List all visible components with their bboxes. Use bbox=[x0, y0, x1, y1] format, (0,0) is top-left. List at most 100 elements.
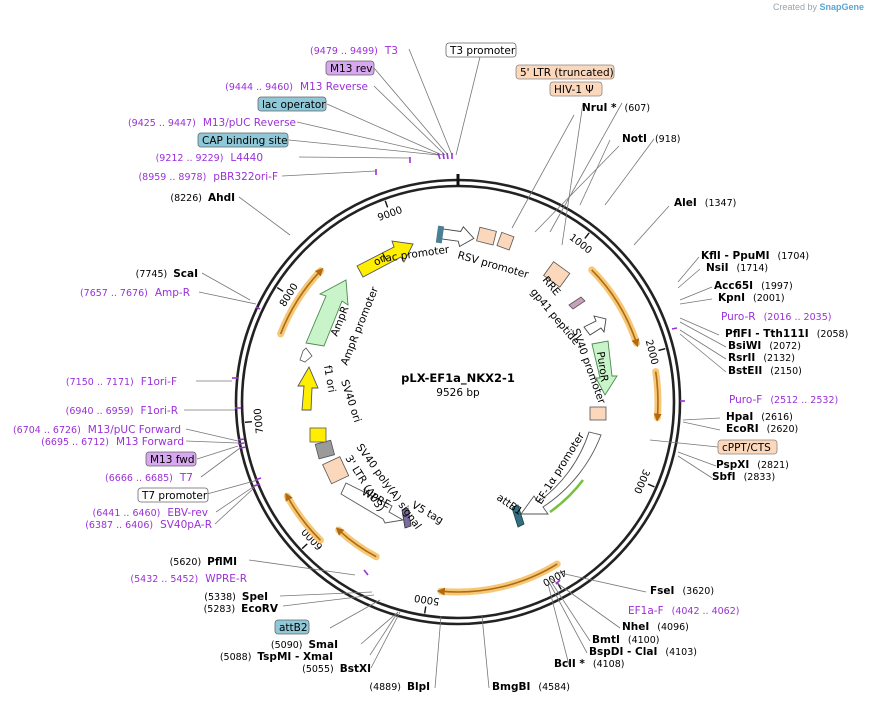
tick-mark bbox=[276, 286, 284, 292]
box-5ltr: 5' LTR (truncated) bbox=[520, 67, 614, 79]
box-hiv-psi: HIV-1 Ψ bbox=[554, 84, 594, 96]
orf-direction-arrow bbox=[335, 527, 377, 558]
primer-position: (9425 .. 9447) bbox=[128, 118, 196, 129]
primer-label: F1ori-R bbox=[141, 405, 178, 417]
ef1a-green-arc bbox=[549, 479, 584, 514]
tick-label: 2000 bbox=[643, 339, 660, 366]
enzyme-label: AleI bbox=[674, 197, 697, 209]
box-lac-operator: lac operator bbox=[262, 99, 326, 111]
primer-label: T3 bbox=[384, 45, 398, 57]
primer-position: (5432 .. 5452) bbox=[130, 574, 198, 585]
enzyme-label: FseI bbox=[650, 585, 674, 597]
enzyme-label: SmaI bbox=[309, 639, 339, 651]
primer-position: (4042 .. 4062) bbox=[672, 606, 740, 617]
ltr3-box bbox=[322, 456, 350, 485]
feature-group bbox=[297, 225, 618, 529]
enzyme-position: (4103) bbox=[665, 647, 697, 658]
enzyme-position: (2001) bbox=[753, 293, 785, 304]
primer-position: (6387 .. 6406) bbox=[85, 520, 153, 531]
enzyme-label: HpaI bbox=[726, 411, 753, 423]
primer-position: (7657 .. 7676) bbox=[80, 288, 148, 299]
lbl-lac-promoter: lac promoter bbox=[382, 244, 451, 265]
attb1-mark bbox=[511, 504, 525, 528]
orf-direction-arrow bbox=[653, 371, 662, 422]
tick-mark bbox=[658, 348, 666, 352]
enzyme-label: SbfI bbox=[712, 471, 736, 483]
tick-label: 1000 bbox=[567, 232, 594, 256]
tick-label: 7000 bbox=[253, 408, 266, 434]
primer-label: T7 bbox=[179, 472, 193, 484]
enzyme-label: NheI bbox=[622, 621, 649, 633]
primer-position: (9212 .. 9229) bbox=[156, 153, 224, 164]
box-attb2: attB2 bbox=[279, 622, 308, 634]
enzyme-label: SpeI bbox=[242, 591, 268, 603]
rre-box bbox=[543, 261, 571, 288]
primer-label: pBR322ori-F bbox=[213, 171, 278, 183]
leader-lines bbox=[184, 48, 727, 689]
lbl-rsv-promoter: RSV promoter bbox=[456, 249, 530, 281]
enzyme-position: (1714) bbox=[737, 263, 769, 274]
lbl-sv40-ori: SV40 ori bbox=[338, 378, 363, 424]
enzyme-position: (5338) bbox=[204, 592, 236, 603]
enzyme-label: BsiWI bbox=[728, 340, 761, 352]
enzyme-position: (2833) bbox=[744, 472, 776, 483]
lbl-f1-ori: f1 ori bbox=[321, 364, 338, 393]
primer-position: (8959 .. 8978) bbox=[138, 172, 206, 183]
snapgene-watermark: Created by SnapGene bbox=[773, 2, 864, 12]
hiv-psi-box bbox=[496, 231, 515, 251]
enzyme-label: BmtI bbox=[592, 634, 620, 646]
enzyme-label: PflMI bbox=[207, 556, 237, 568]
gp41-peptide-mark bbox=[568, 296, 586, 310]
enzyme-label: ScaI bbox=[173, 268, 198, 280]
box-m13-rev: M13 rev bbox=[330, 63, 373, 75]
primer-position: (2016 .. 2035) bbox=[764, 312, 832, 323]
primer-position: (6704 .. 6726) bbox=[13, 425, 81, 436]
lbl-ori: ori bbox=[372, 251, 390, 268]
enzyme-position: (1997) bbox=[761, 281, 793, 292]
primer-label: SV40pA-R bbox=[160, 519, 212, 531]
enzyme-label: BstEII bbox=[728, 365, 762, 377]
enzyme-label: BmgBI bbox=[492, 681, 530, 693]
watermark-prefix: Created by bbox=[772, 2, 817, 12]
enzyme-position: (4096) bbox=[657, 622, 689, 633]
enzyme-label: BstXI bbox=[340, 663, 371, 675]
primer-label: L4440 bbox=[230, 152, 263, 164]
primers-right: Puro-R(2016 .. 2035)Puro-F(2512 .. 2532)… bbox=[628, 311, 838, 617]
primer-position: (6695 .. 6712) bbox=[41, 437, 109, 448]
puror-arrow bbox=[591, 340, 618, 396]
primer-label: M13/pUC Forward bbox=[88, 424, 181, 436]
enzyme-label: BlpI bbox=[407, 681, 430, 693]
tick-label: 5000 bbox=[414, 592, 441, 607]
primer-position: (7150 .. 7171) bbox=[66, 377, 134, 388]
primer-label: EF1a-F bbox=[628, 605, 664, 617]
enzyme-position: (1347) bbox=[705, 198, 737, 209]
enzyme-position: (2132) bbox=[763, 353, 795, 364]
enzyme-label: PspXI bbox=[716, 459, 749, 471]
primer-label: F1ori-F bbox=[141, 376, 177, 388]
enzyme-label: BclI * bbox=[554, 658, 585, 670]
enzyme-position: (5055) bbox=[302, 664, 334, 675]
primer-label: M13/pUC Reverse bbox=[203, 117, 296, 129]
enzyme-label: KpnI bbox=[718, 292, 745, 304]
enzyme-position: (2058) bbox=[817, 329, 849, 340]
f1-ori-arrow bbox=[297, 365, 319, 411]
primers-left: T3(9479 .. 9499)M13 Reverse(9444 .. 9460… bbox=[13, 45, 398, 585]
lac-operator-mark bbox=[435, 225, 445, 244]
sv40-ori-box bbox=[309, 427, 327, 443]
tick-mark bbox=[384, 200, 389, 208]
enzymes-left: AhdI(8226)ScaI(7745)PflMI(5620)SpeI(5338… bbox=[136, 192, 430, 693]
enzyme-position: (5283) bbox=[204, 604, 236, 615]
ori-arrow bbox=[356, 240, 414, 278]
tick-mark bbox=[423, 606, 427, 614]
enzyme-label: RsrII bbox=[728, 352, 755, 364]
tick-label: 9000 bbox=[376, 205, 404, 224]
enzyme-position: (8226) bbox=[170, 193, 202, 204]
enzyme-position: (4584) bbox=[538, 682, 570, 693]
enzyme-label: KflI - PpuMI bbox=[701, 250, 770, 262]
orf-direction-arrow bbox=[591, 269, 640, 348]
enzyme-position: (918) bbox=[655, 134, 681, 145]
box-cap-binding-site: CAP binding site bbox=[202, 135, 288, 147]
orf-group bbox=[277, 266, 662, 596]
primer-position: (9444 .. 9460) bbox=[225, 82, 293, 93]
primer-position: (6940 .. 6959) bbox=[66, 406, 134, 417]
